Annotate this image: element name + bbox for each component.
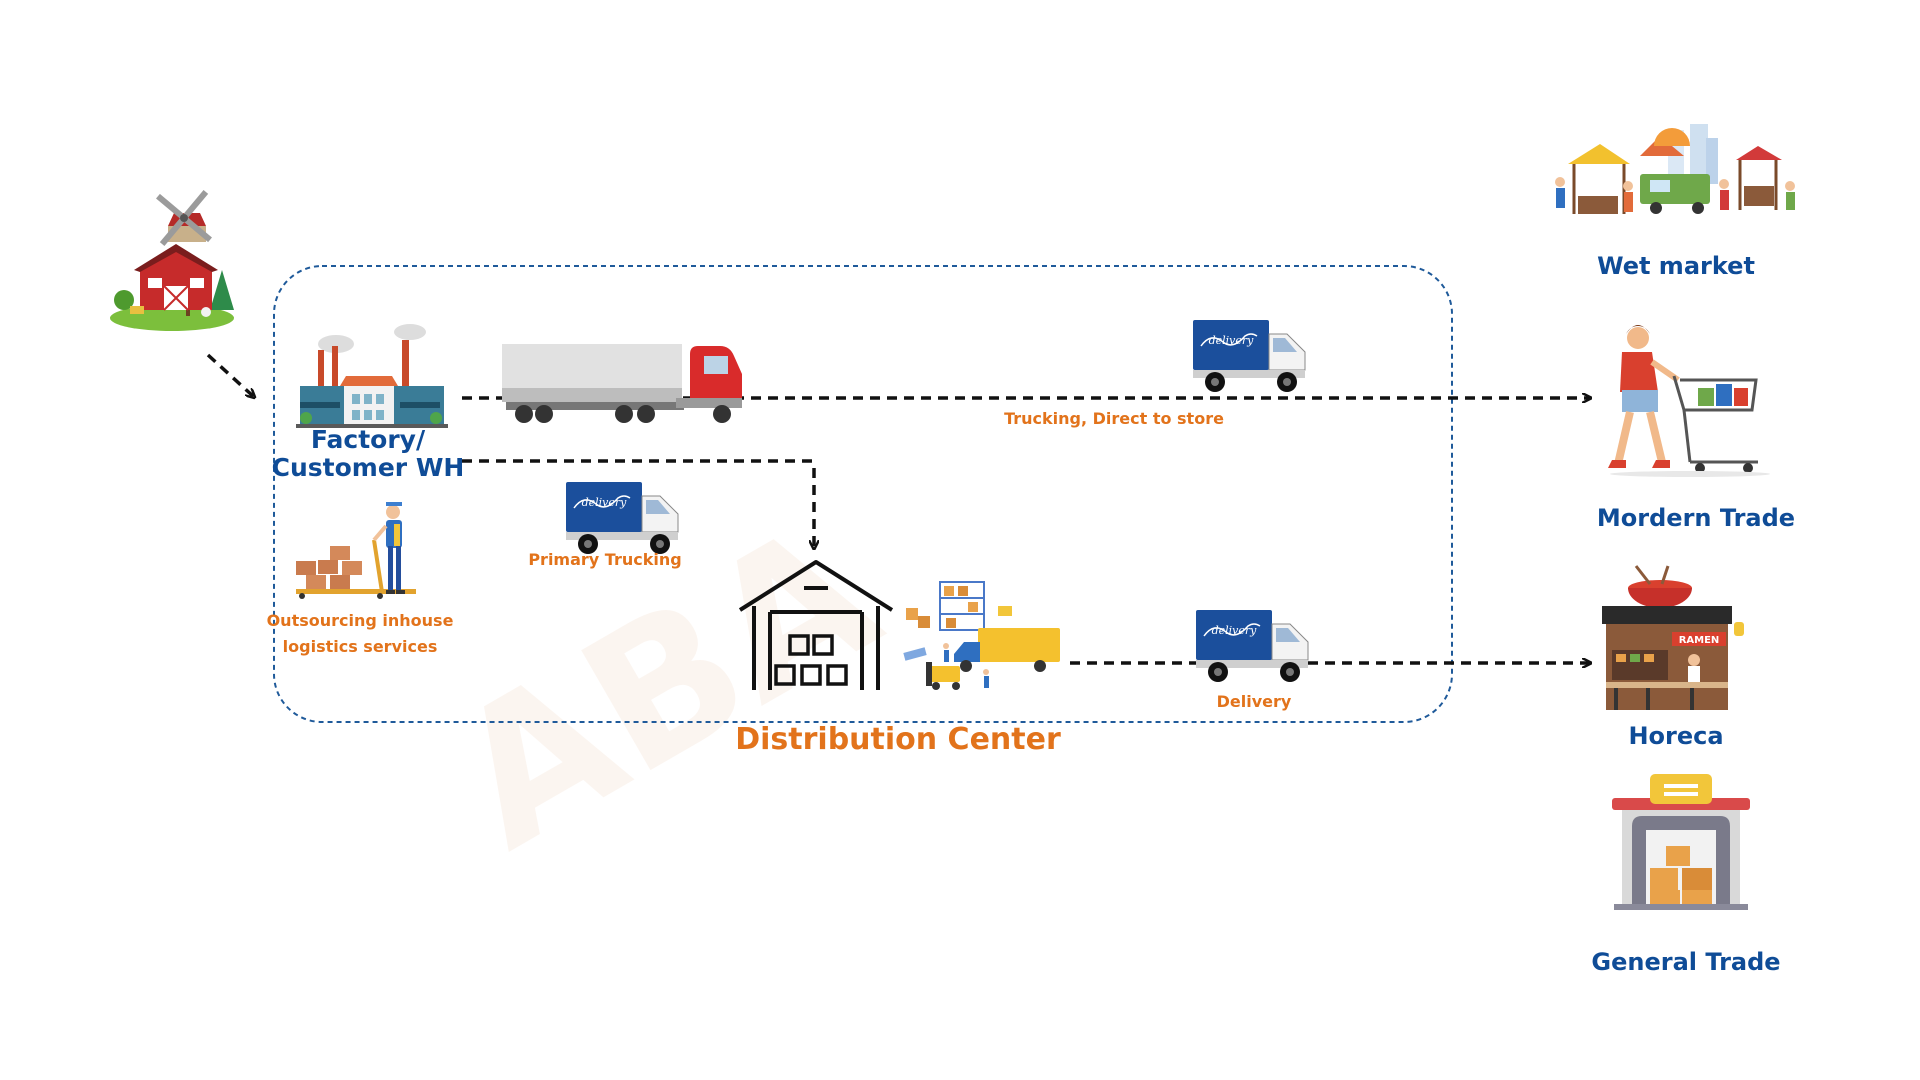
delivery-truck-delivery-icon bbox=[1195, 609, 1309, 683]
delivery-truck-direct-icon bbox=[1192, 319, 1306, 393]
warehouse-activity-icon bbox=[903, 581, 1060, 690]
worker-pallet-icon bbox=[296, 502, 416, 599]
factory-label-line1: Factory/ bbox=[310, 425, 426, 454]
horeca-label: Horeca bbox=[1628, 722, 1724, 750]
semi-truck-icon bbox=[502, 344, 742, 423]
delivery-truck-primary-icon bbox=[565, 481, 679, 555]
outsourcing-label-line1: Outsourcing inhouse bbox=[266, 611, 454, 630]
primary-trucking-label: Primary Trucking bbox=[528, 550, 682, 569]
outsourcing-label: Outsourcing inhouse logistics services bbox=[267, 608, 454, 660]
arrow-farm-to-factory bbox=[206, 353, 254, 397]
outsourcing-label-line2: logistics services bbox=[282, 637, 438, 656]
horeca-icon: RAMEN bbox=[1602, 565, 1744, 710]
wet-market-icon bbox=[1555, 124, 1795, 214]
delivery-label: Delivery bbox=[1216, 692, 1292, 711]
modern-trade-label: Mordern Trade bbox=[1596, 504, 1796, 532]
wet-market-label: Wet market bbox=[1597, 252, 1755, 280]
factory-label: Factory/ Customer WH bbox=[272, 426, 465, 482]
factory-label-line2: Customer WH bbox=[271, 453, 465, 482]
general-trade-icon bbox=[1612, 774, 1750, 910]
direct-to-store-label: Trucking, Direct to store bbox=[1004, 409, 1224, 428]
farm-icon bbox=[110, 190, 234, 331]
ramen-sign-text: RAMEN bbox=[1679, 635, 1720, 646]
general-trade-label: General Trade bbox=[1591, 948, 1781, 976]
warehouse-icon bbox=[738, 560, 894, 690]
factory-icon bbox=[296, 324, 448, 428]
distribution-center-label: Distribution Center bbox=[735, 722, 1061, 757]
distribution-boundary bbox=[273, 265, 1453, 723]
modern-trade-icon bbox=[1608, 325, 1770, 477]
